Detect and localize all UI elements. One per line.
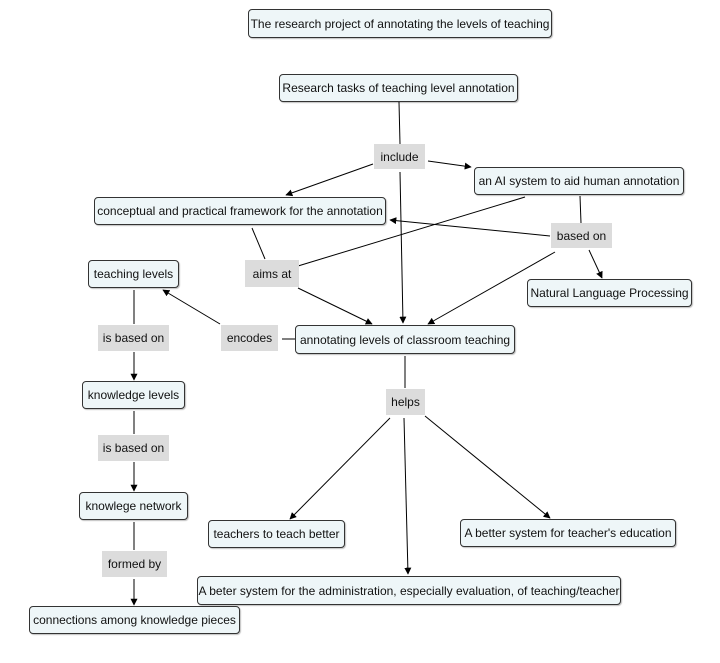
connector-arrow — [162, 289, 221, 325]
connector-line — [398, 101, 401, 145]
diagram-title: The research project of annotating the l… — [248, 9, 552, 38]
link-aims-at[interactable]: aims at — [245, 260, 299, 287]
connector-line — [297, 196, 526, 267]
link-helps[interactable]: helps — [386, 389, 425, 415]
node-ai-system[interactable]: an AI system to aid human annotation — [474, 167, 684, 195]
connector-arrow — [403, 417, 412, 575]
connector-arrow — [297, 287, 373, 325]
connector-arrow — [427, 160, 472, 170]
connector-arrow — [424, 415, 551, 519]
link-encodes[interactable]: encodes — [221, 325, 278, 351]
link-based-on[interactable]: based on — [551, 223, 612, 248]
node-annotating[interactable]: annotating levels of classroom teaching — [295, 325, 515, 354]
connector-line — [579, 195, 582, 224]
node-nlp[interactable]: Natural Language Processing — [527, 279, 692, 307]
node-knowledge-levels[interactable]: knowledge levels — [82, 381, 185, 409]
connector-arrow — [588, 249, 603, 279]
connector-arrow — [289, 417, 391, 520]
node-teachers-teach[interactable]: teachers to teach better — [208, 520, 345, 548]
connector-arrow — [399, 171, 407, 324]
connector-arrow — [427, 251, 556, 325]
link-is-based-on-1[interactable]: is based on — [98, 325, 169, 351]
link-is-based-on-2[interactable]: is based on — [98, 435, 169, 461]
link-formed-by[interactable]: formed by — [102, 551, 167, 577]
connector-arrow — [285, 163, 374, 197]
node-connections[interactable]: connections among knowledge pieces — [29, 606, 240, 634]
node-better-system-edu[interactable]: A better system for teacher's education — [460, 519, 676, 547]
connector-line — [251, 227, 266, 260]
node-teaching-levels[interactable]: teaching levels — [88, 260, 179, 288]
node-admin-system[interactable]: A beter system for the administration, e… — [197, 576, 621, 605]
link-include[interactable]: include — [374, 144, 425, 169]
node-framework[interactable]: conceptual and practical framework for t… — [94, 197, 386, 225]
connector-arrow — [389, 217, 551, 237]
node-knowledge-network[interactable]: knowlege network — [79, 492, 188, 520]
node-research-tasks[interactable]: Research tasks of teaching level annotat… — [279, 74, 518, 102]
